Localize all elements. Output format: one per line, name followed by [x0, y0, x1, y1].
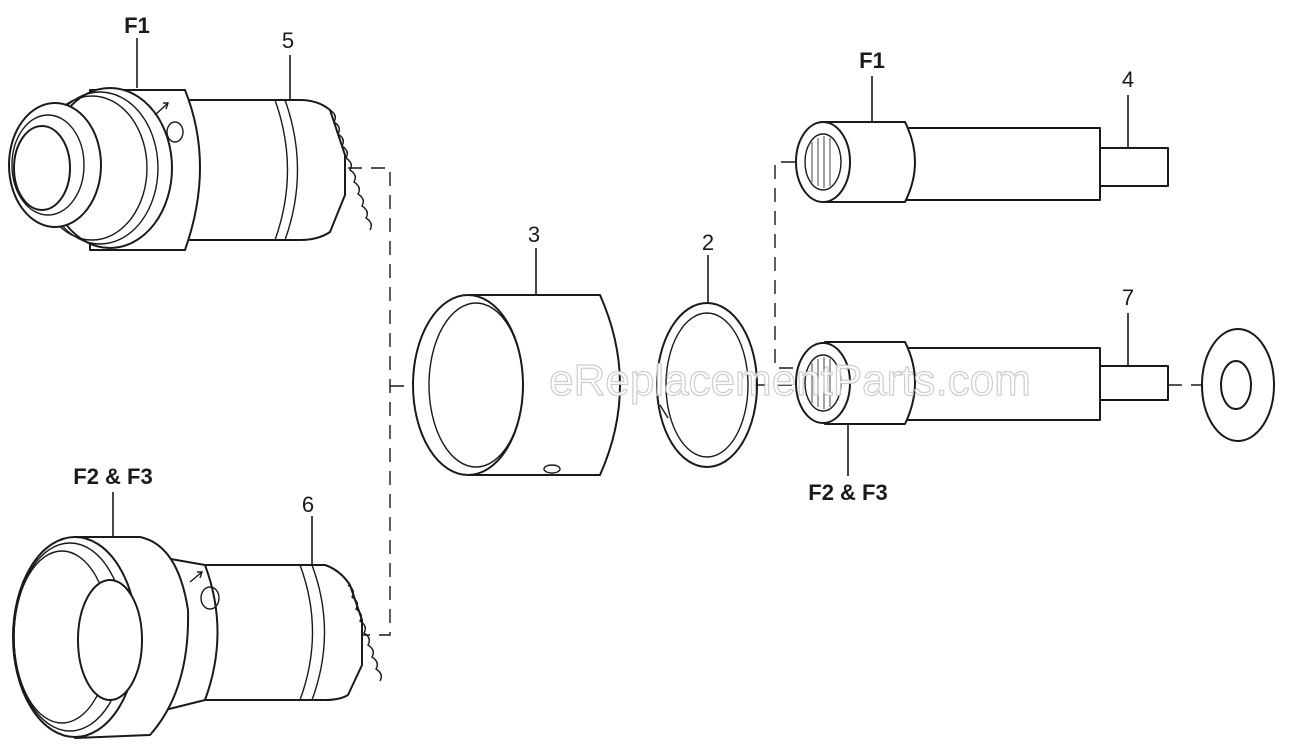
- label-f1-left: F1: [124, 13, 150, 38]
- label-part-5: 5: [282, 28, 294, 53]
- label-f2f3-right: F2 & F3: [808, 480, 887, 505]
- label-part-2: 2: [702, 230, 714, 255]
- part-4-spindle[interactable]: [795, 121, 1169, 203]
- dash-line-right-spindles: [774, 161, 798, 369]
- label-part-6: 6: [302, 492, 314, 517]
- part-6-clutch-housing[interactable]: [12, 536, 383, 739]
- part-7-spindle[interactable]: [795, 341, 1169, 425]
- label-part-3: 3: [528, 222, 540, 247]
- label-f2f3-left: F2 & F3: [73, 464, 152, 489]
- label-f1-right: F1: [859, 48, 885, 73]
- label-part-7: 7: [1122, 285, 1134, 310]
- washer[interactable]: [1201, 328, 1275, 442]
- label-part-4: 4: [1122, 67, 1134, 92]
- part-3-sleeve[interactable]: [412, 294, 621, 476]
- part-5-clutch-housing[interactable]: [8, 87, 373, 251]
- watermark-text: eReplacementParts.com: [549, 356, 1031, 405]
- dash-line-left-housings: [348, 167, 391, 636]
